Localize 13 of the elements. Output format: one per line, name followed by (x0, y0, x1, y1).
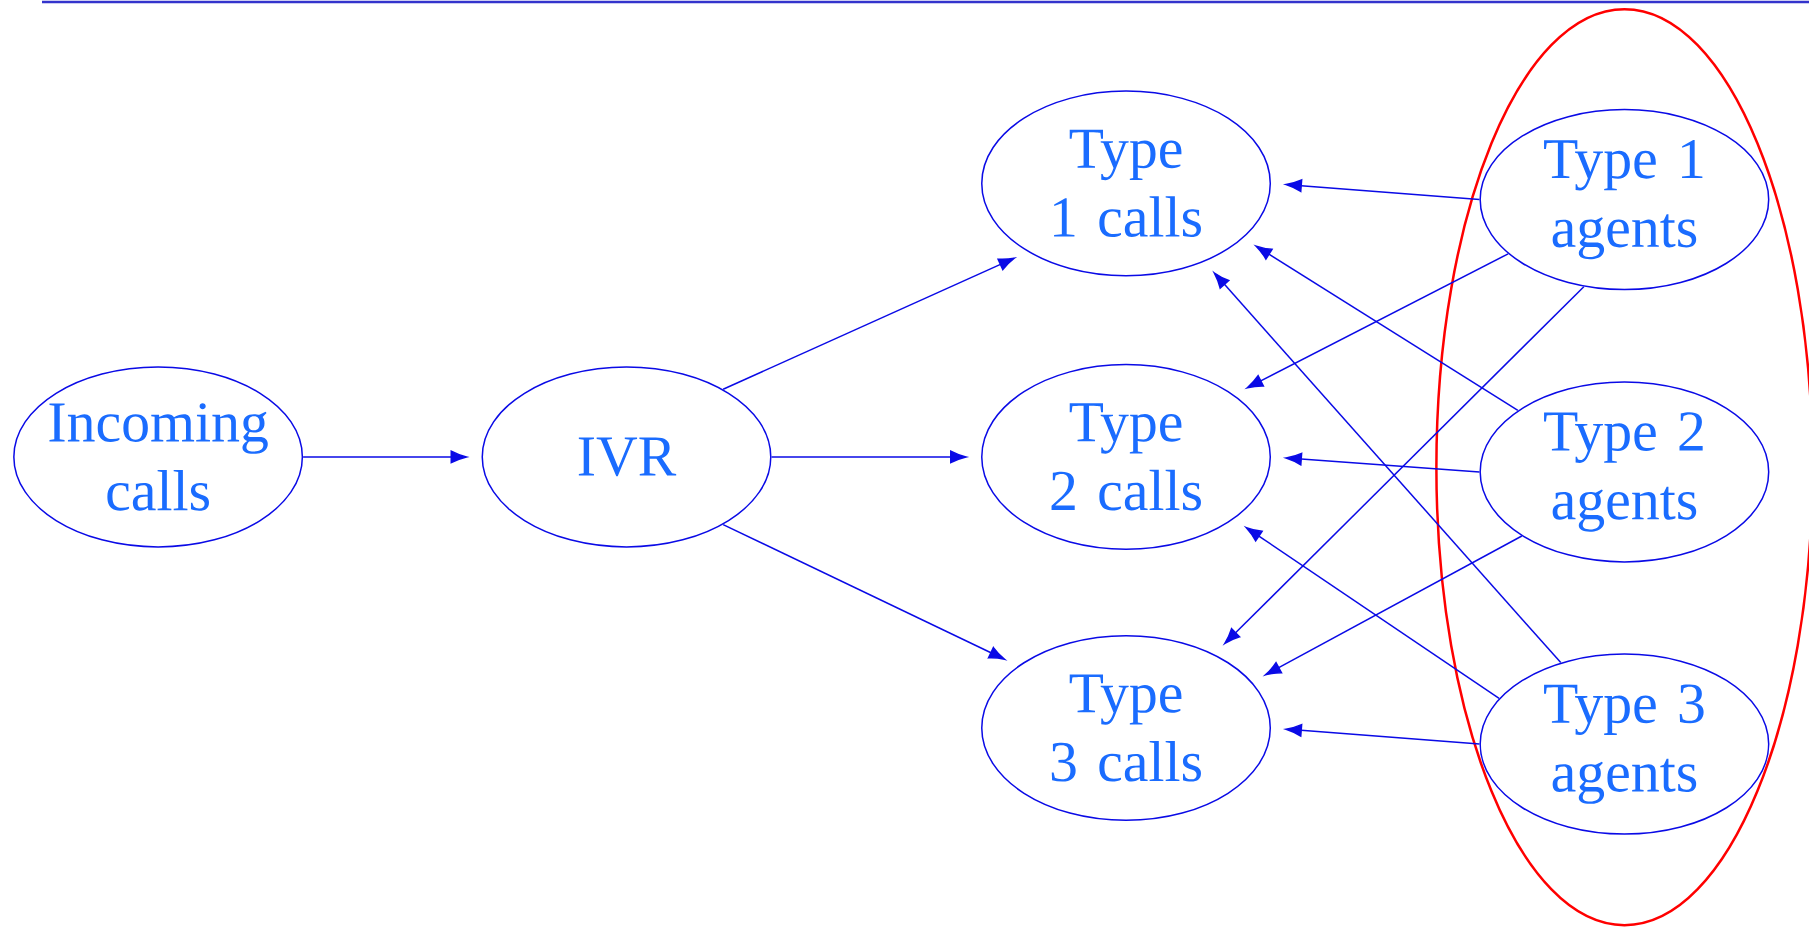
arrow (1264, 535, 1523, 676)
arrow (1285, 179, 1481, 201)
arrow (1285, 452, 1481, 473)
arrow (1245, 526, 1500, 700)
arrow (1224, 285, 1585, 645)
arrow (722, 523, 1006, 660)
arrow (770, 450, 967, 464)
arrow (722, 257, 1015, 390)
arrow (302, 450, 468, 464)
arrow (1246, 253, 1509, 389)
arrow (1255, 245, 1519, 412)
arrow (1285, 723, 1481, 745)
arrow (1213, 272, 1562, 664)
